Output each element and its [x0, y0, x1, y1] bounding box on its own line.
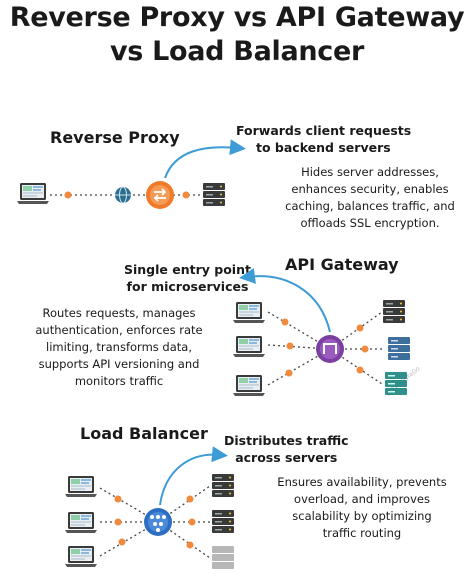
description-line: monitors traffic: [74, 374, 164, 388]
connector-dot: [114, 495, 122, 503]
client-laptop-icon: [233, 375, 265, 396]
load-balancer-description: Ensures availability, prevents overload,…: [252, 474, 472, 542]
connection-line: [267, 348, 331, 386]
description-line: enhances security, enables: [291, 182, 449, 196]
description-line: overload, and improves: [294, 492, 430, 506]
description-line: Ensures availability, prevents: [277, 475, 447, 489]
microservice-server-icon: [385, 372, 407, 395]
client-laptop-icon: [65, 512, 97, 533]
reverse-proxy-diagram: [17, 139, 246, 209]
description-line: limiting, transforms data,: [46, 340, 192, 354]
load-balancer-heading: Load Balancer: [80, 424, 208, 443]
client-laptop-icon: [233, 336, 265, 357]
client-laptop-icon: [65, 476, 97, 497]
api-gateway-description: Routes requests, manages authentication,…: [24, 305, 214, 390]
client-laptop-icon: [233, 302, 265, 323]
description-line: traffic routing: [322, 526, 402, 540]
connector-dot: [182, 191, 190, 199]
api-gateway-heading: API Gateway: [285, 255, 399, 274]
load-balancer-callout-line: Distributes traffic: [224, 433, 349, 448]
reverse-proxy-callout-line: to backend servers: [256, 140, 391, 155]
backend-server-icon: [212, 546, 234, 569]
description-line: authentication, enforces rate: [35, 323, 203, 337]
reverse-proxy-callout: Forwards client requests to backend serv…: [236, 122, 411, 156]
backend-server-icon: [212, 510, 234, 533]
load-balancer-diagram: [65, 446, 234, 569]
reverse-proxy-callout-line: Forwards client requests: [236, 123, 412, 138]
callout-arrow: [164, 139, 246, 179]
callout-arrow: [239, 268, 331, 333]
connector-dot: [186, 541, 194, 549]
description-line: Routes requests, manages: [42, 306, 196, 320]
load-balancer-callout-line: across servers: [235, 450, 338, 465]
microservice-server-icon: [383, 300, 405, 323]
connector-dot: [118, 538, 126, 546]
backend-server-icon: [212, 474, 234, 497]
description-line: supports API versioning and: [38, 357, 200, 371]
load-balancer-icon: [144, 508, 172, 536]
reverse-proxy-description: Hides server addresses, enhances securit…: [270, 164, 470, 232]
api-gateway-icon: [316, 335, 344, 363]
description-line: scalability by optimizing: [292, 509, 432, 523]
microservice-server-icon: [388, 337, 410, 360]
connector-dot: [361, 345, 369, 353]
connector-dot: [356, 366, 364, 374]
reverse-proxy-icon: [146, 181, 174, 209]
globe-icon: [115, 186, 131, 204]
api-gateway-callout: Single entry point for microservices: [124, 261, 251, 295]
connector-dot: [285, 369, 293, 377]
api-gateway-callout-line: for microservices: [126, 279, 249, 294]
description-line: caching, balances traffic, and: [285, 199, 455, 213]
connector-dot: [114, 518, 122, 526]
connector-dot: [356, 324, 364, 332]
connector-dot: [281, 318, 289, 326]
api-gateway-diagram: [233, 268, 410, 396]
page-title-line2: vs Load Balancer: [109, 36, 365, 67]
callout-arrow: [159, 446, 228, 506]
connector-dot: [186, 495, 194, 503]
api-gateway-callout-line: Single entry point: [124, 262, 251, 277]
client-laptop-icon: [65, 546, 97, 567]
description-line: offloads SSL encryption.: [300, 216, 440, 230]
description-line: Hides server addresses,: [301, 165, 439, 179]
connector-dot: [64, 191, 72, 199]
client-laptop-icon: [17, 183, 49, 204]
connector-dot: [286, 342, 294, 350]
page-title-line1: Reverse Proxy vs API Gateway: [9, 2, 465, 33]
backend-server-icon: [203, 183, 225, 206]
reverse-proxy-heading: Reverse Proxy: [50, 128, 180, 147]
load-balancer-callout: Distributes traffic across servers: [224, 432, 349, 466]
connector-dot: [188, 518, 196, 526]
